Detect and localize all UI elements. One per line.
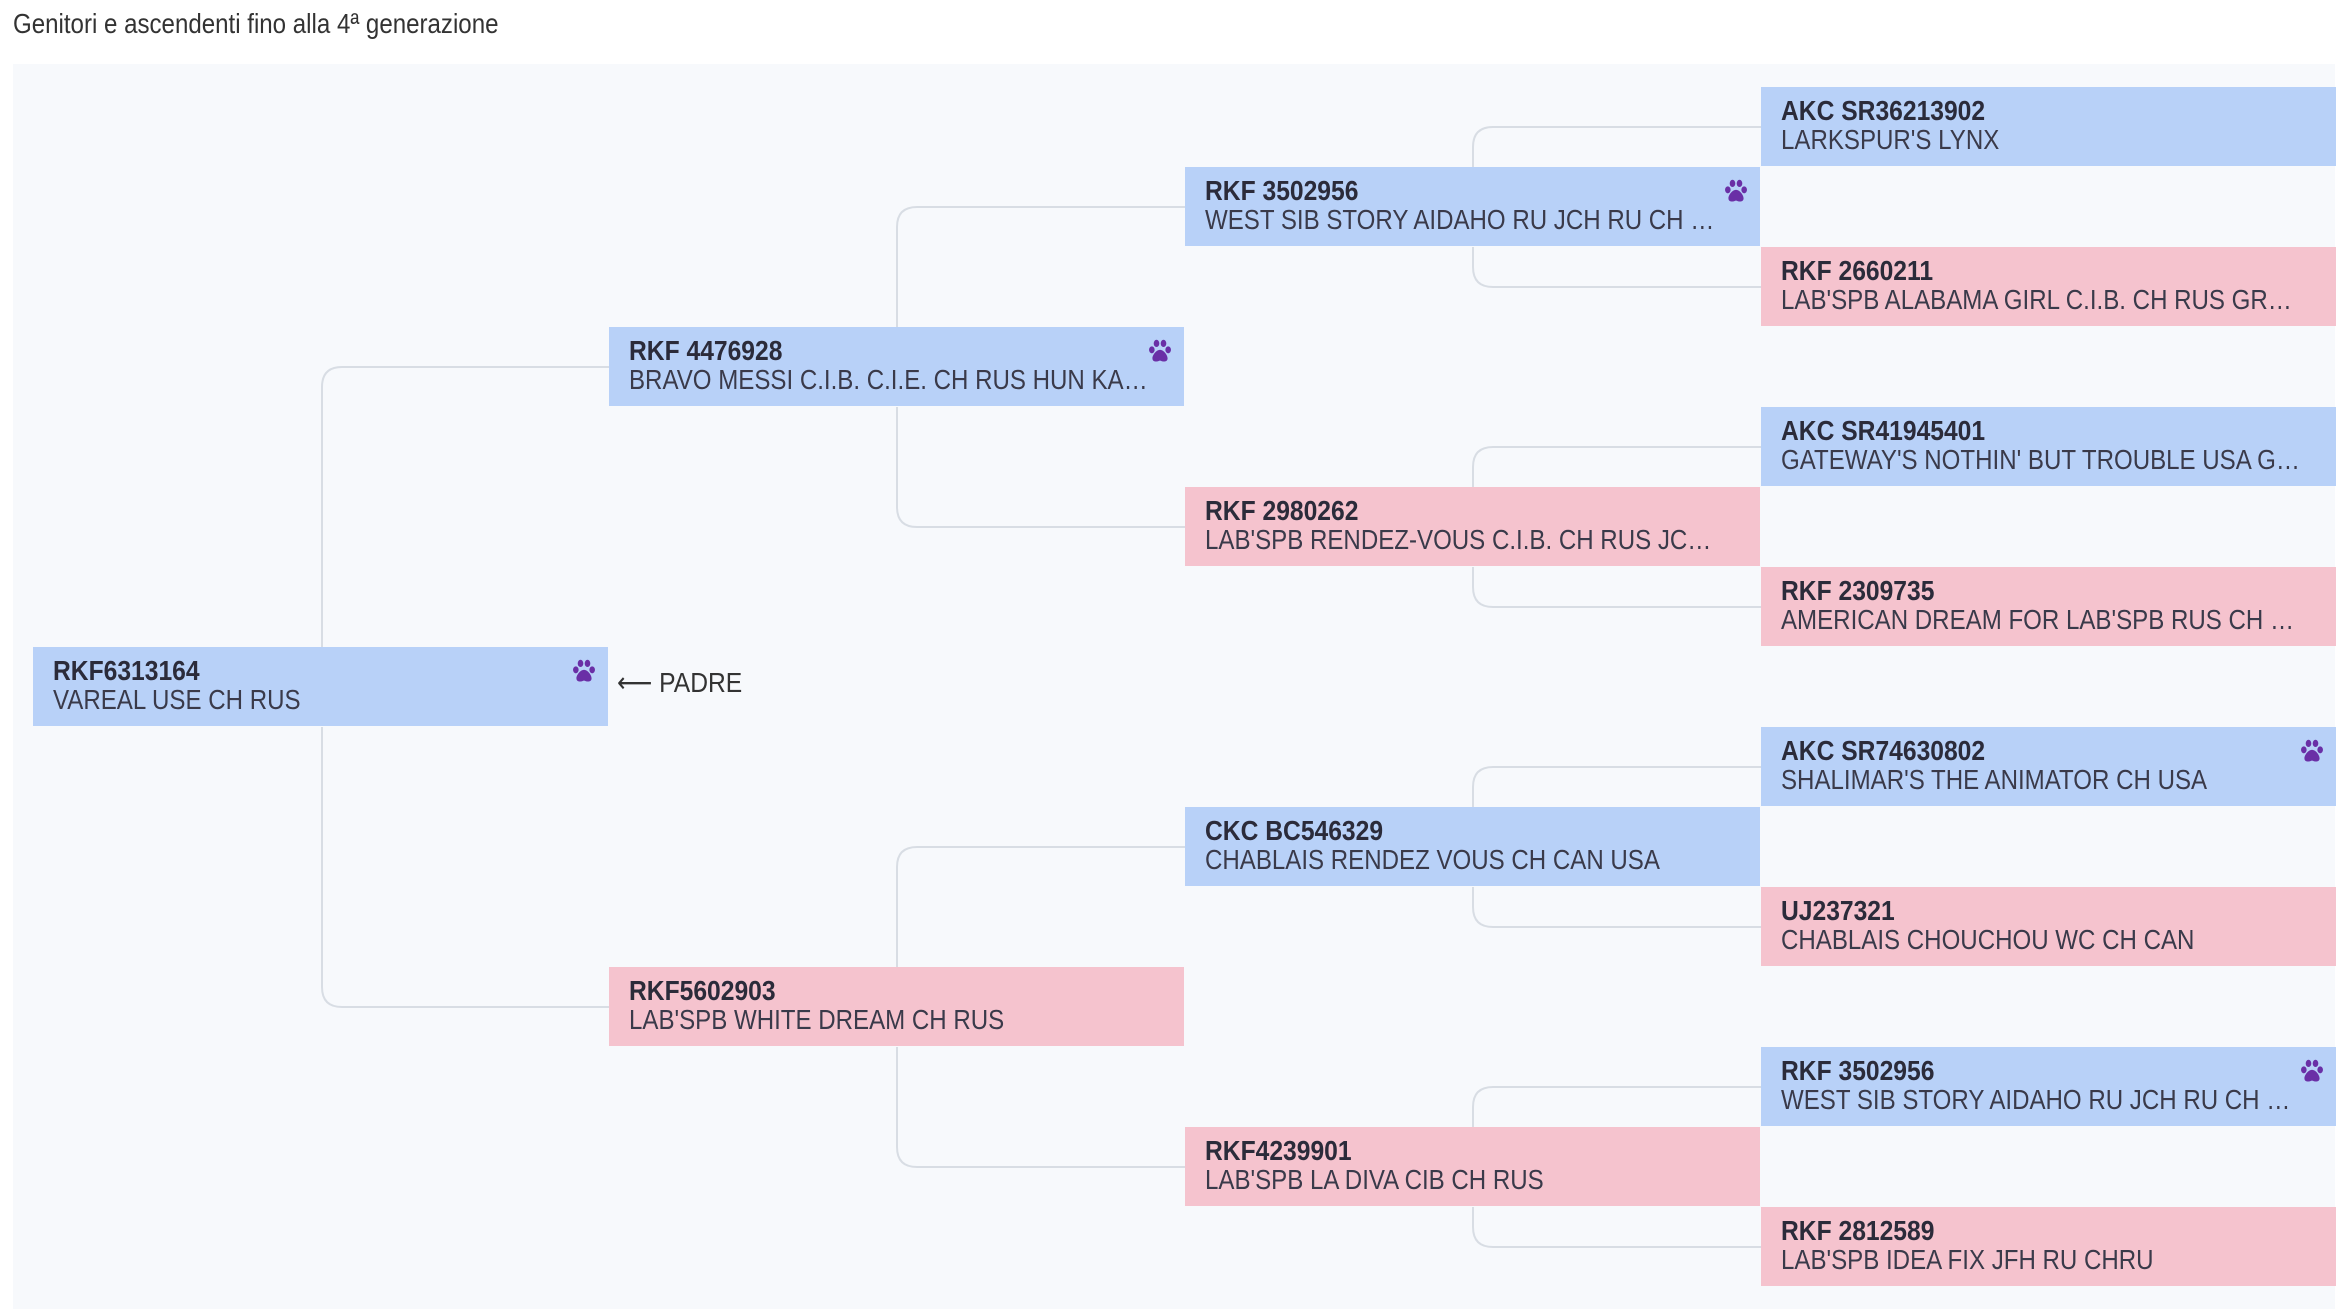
pedigree-node-dam-dam[interactable]: RKF4239901 LAB'SPB LA DIVA CIB CH RUS bbox=[1185, 1127, 1760, 1206]
registration-number: CKC BC546329 bbox=[1205, 815, 1384, 846]
paw-icon[interactable] bbox=[1722, 177, 1750, 205]
paw-icon[interactable] bbox=[2298, 1057, 2326, 1085]
registration-number: AKC SR36213902 bbox=[1781, 95, 1986, 126]
registration-number: RKF 3502956 bbox=[1205, 175, 1359, 206]
registration-number: UJ237321 bbox=[1781, 895, 1895, 926]
dog-name: LAB'SPB WHITE DREAM CH RUS bbox=[629, 1005, 1005, 1034]
pedigree-node-dam[interactable]: RKF5602903 LAB'SPB WHITE DREAM CH RUS bbox=[609, 967, 1184, 1046]
paw-icon[interactable] bbox=[1146, 337, 1174, 365]
dog-name: WEST SIB STORY AIDAHO RU JCH RU CH RKF .… bbox=[1205, 205, 1726, 234]
pedigree-node-sire[interactable]: RKF 4476928 BRAVO MESSI C.I.B. C.I.E. CH… bbox=[609, 327, 1184, 406]
paw-icon[interactable] bbox=[2298, 737, 2326, 765]
pedigree-node-dss[interactable]: AKC SR74630802 SHALIMAR'S THE ANIMATOR C… bbox=[1761, 727, 2336, 806]
pedigree-node-sire-dam[interactable]: RKF 2980262 LAB'SPB RENDEZ-VOUS C.I.B. C… bbox=[1185, 487, 1760, 566]
pedigree-node-sire-sire[interactable]: RKF 3502956 WEST SIB STORY AIDAHO RU JCH… bbox=[1185, 167, 1760, 246]
registration-number: RKF 3502956 bbox=[1781, 1055, 1935, 1086]
dog-name: LAB'SPB LA DIVA CIB CH RUS bbox=[1205, 1165, 1544, 1194]
registration-number: RKF 2812589 bbox=[1781, 1215, 1935, 1246]
pedigree-node-sds[interactable]: AKC SR41945401 GATEWAY'S NOTHIN' BUT TRO… bbox=[1761, 407, 2336, 486]
paw-icon[interactable] bbox=[570, 657, 598, 685]
dog-name: LAB'SPB ALABAMA GIRL C.I.B. CH RUS GRAND… bbox=[1781, 285, 2302, 314]
pedigree-node-subject[interactable]: RKF6313164 VAREAL USE CH RUS bbox=[33, 647, 608, 726]
dog-name: GATEWAY'S NOTHIN' BUT TROUBLE USA GCHS .… bbox=[1781, 445, 2302, 474]
dog-name: AMERICAN DREAM FOR LAB'SPB RUS CH JCH bbox=[1781, 605, 2302, 634]
pedigree-tree: RKF6313164 VAREAL USE CH RUS ⟵ PADRE RKF… bbox=[13, 64, 2336, 1309]
pedigree-node-ddd[interactable]: RKF 2812589 LAB'SPB IDEA FIX JFH RU CHRU bbox=[1761, 1207, 2336, 1286]
pedigree-node-ssd[interactable]: RKF 2660211 LAB'SPB ALABAMA GIRL C.I.B. … bbox=[1761, 247, 2336, 326]
pedigree-node-sss[interactable]: AKC SR36213902 LARKSPUR'S LYNX bbox=[1761, 87, 2336, 166]
dog-name: LAB'SPB RENDEZ-VOUS C.I.B. CH RUS JCHRUS bbox=[1205, 525, 1726, 554]
registration-number: RKF 4476928 bbox=[629, 335, 783, 366]
dog-name: WEST SIB STORY AIDAHO RU JCH RU CH RKF .… bbox=[1781, 1085, 2302, 1114]
pedigree-node-sdd[interactable]: RKF 2309735 AMERICAN DREAM FOR LAB'SPB R… bbox=[1761, 567, 2336, 646]
dog-name: LAB'SPB IDEA FIX JFH RU CHRU bbox=[1781, 1245, 2154, 1274]
dog-name: VAREAL USE CH RUS bbox=[53, 685, 301, 714]
dog-name: BRAVO MESSI C.I.B. C.I.E. CH RUS HUN KAZ… bbox=[629, 365, 1150, 394]
registration-number: RKF5602903 bbox=[629, 975, 776, 1006]
dog-name: LARKSPUR'S LYNX bbox=[1781, 125, 2000, 154]
dog-name: CHABLAIS CHOUCHOU WC CH CAN bbox=[1781, 925, 2195, 954]
registration-number: AKC SR41945401 bbox=[1781, 415, 1986, 446]
registration-number: RKF 2980262 bbox=[1205, 495, 1359, 526]
registration-number: RKF 2309735 bbox=[1781, 575, 1935, 606]
pedigree-node-dam-sire[interactable]: CKC BC546329 CHABLAIS RENDEZ VOUS CH CAN… bbox=[1185, 807, 1760, 886]
dog-name: SHALIMAR'S THE ANIMATOR CH USA bbox=[1781, 765, 2208, 794]
registration-number: RKF4239901 bbox=[1205, 1135, 1352, 1166]
pedigree-connectors bbox=[321, 126, 1761, 1248]
registration-number: RKF6313164 bbox=[53, 655, 200, 686]
pedigree-caption: Genitori e ascendenti fino alla 4ª gener… bbox=[13, 8, 499, 39]
registration-number: AKC SR74630802 bbox=[1781, 735, 1986, 766]
pedigree-node-dds[interactable]: RKF 3502956 WEST SIB STORY AIDAHO RU JCH… bbox=[1761, 1047, 2336, 1126]
dog-name: CHABLAIS RENDEZ VOUS CH CAN USA bbox=[1205, 845, 1660, 874]
pedigree-node-dsd[interactable]: UJ237321 CHABLAIS CHOUCHOU WC CH CAN bbox=[1761, 887, 2336, 966]
registration-number: RKF 2660211 bbox=[1781, 255, 1934, 286]
padre-label: ⟵ PADRE bbox=[617, 667, 743, 698]
